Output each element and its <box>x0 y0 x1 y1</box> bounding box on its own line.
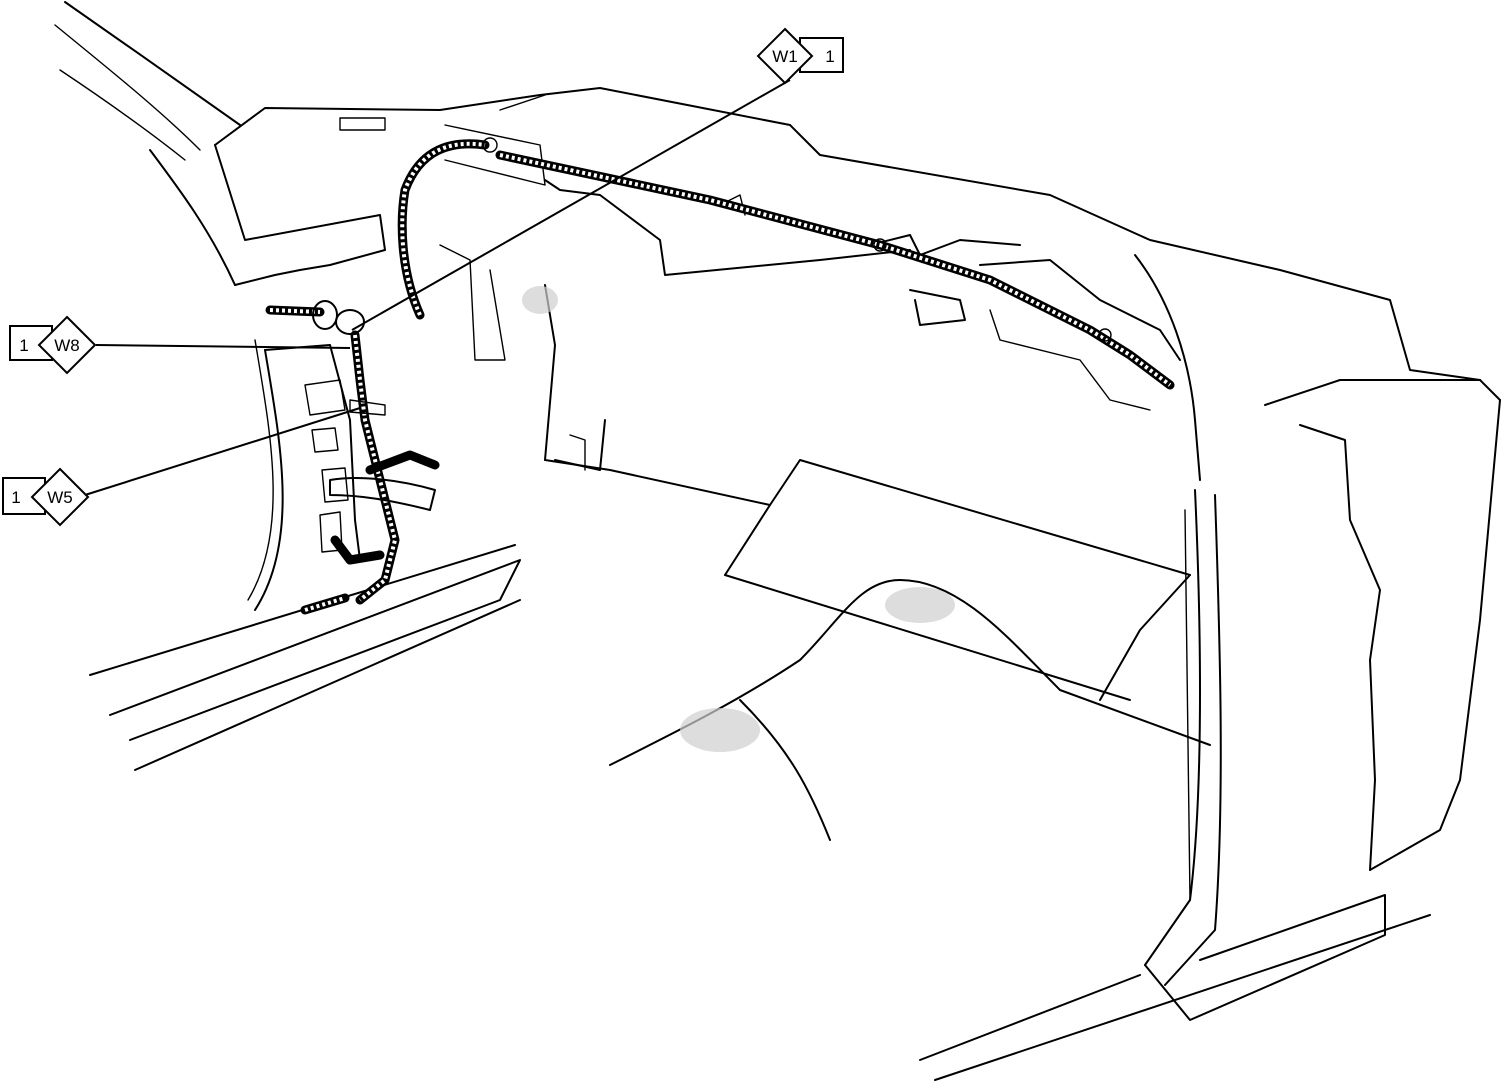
leader-w5 <box>84 407 361 496</box>
callout-w8-number: 1 <box>19 336 28 355</box>
wiring-harness <box>265 137 1175 615</box>
callout-w1[interactable]: W1 1 <box>756 27 844 85</box>
leader-w1 <box>351 79 791 331</box>
a-pillar-lower <box>247 339 361 611</box>
callout-w1-code: W1 <box>772 47 798 66</box>
callout-w8-code: W8 <box>54 336 80 355</box>
callout-w5-code: W5 <box>47 488 73 507</box>
rocker-sill-left <box>89 544 521 771</box>
callout-w8-diamond <box>37 315 97 375</box>
floor-console <box>439 244 1211 841</box>
callout-w1-number: 1 <box>825 47 834 66</box>
door-opening-right <box>919 254 1431 1081</box>
callout-w5-diamond <box>30 467 90 527</box>
callout-w8[interactable]: 1 W8 <box>9 315 97 375</box>
leader-w8 <box>95 344 351 349</box>
leader-lines <box>84 79 791 496</box>
instrument-panel <box>214 87 1501 871</box>
callout-w1-diamond <box>756 27 814 85</box>
windshield-pillar <box>54 1 241 286</box>
callout-w5[interactable]: 1 W5 <box>2 467 90 527</box>
callout-w5-number: 1 <box>11 488 20 507</box>
